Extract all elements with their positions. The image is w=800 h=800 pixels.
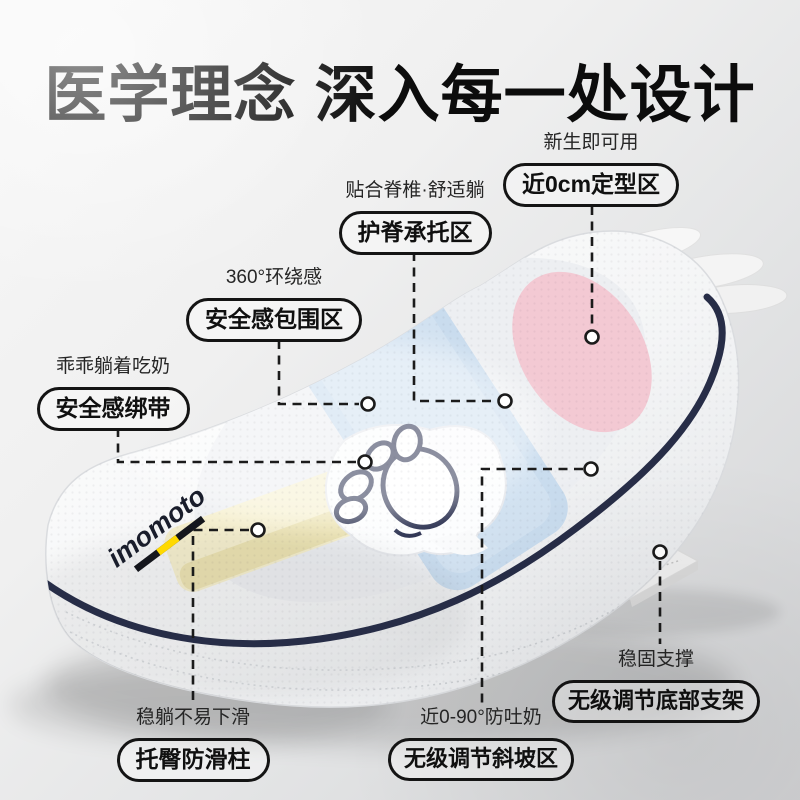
anchor-strap [357, 454, 373, 470]
callout-shaping-tag: 新生即可用 [543, 132, 639, 153]
anchor-spine [497, 393, 513, 409]
page-title: 医学理念 深入每一处设计 [44, 61, 756, 130]
callout-shaping: 新生即可用 近0cm定型区 [502, 131, 680, 208]
callout-bump-tag: 稳躺不易下滑 [135, 707, 250, 728]
callout-strap-pill: 安全感绑带 [36, 386, 190, 432]
anchor-bump [250, 522, 266, 538]
anchor-slope [583, 461, 599, 477]
callout-bracket: 稳固支撑 无级调节底部支架 [550, 648, 762, 724]
anchor-surround [360, 396, 376, 412]
callout-surround: 360°环绕感 安全感包围区 [186, 266, 362, 343]
callout-slope-tag: 近0-90°防吐奶 [420, 707, 542, 728]
callout-spine: 贴合脊椎·舒适躺 护脊承托区 [332, 179, 498, 256]
callout-slope-pill: 无级调节斜坡区 [387, 737, 574, 782]
callout-surround-tag: 360°环绕感 [225, 267, 323, 288]
callout-surround-pill: 安全感包围区 [186, 297, 362, 343]
anchor-shaping [584, 329, 600, 345]
callout-spine-pill: 护脊承托区 [338, 210, 492, 256]
callout-shaping-pill: 近0cm定型区 [502, 162, 680, 208]
callout-bracket-tag: 稳固支撑 [617, 649, 694, 670]
callout-bump-pill: 托臀防滑柱 [116, 737, 270, 783]
callout-slope: 近0-90°防吐奶 无级调节斜坡区 [385, 706, 577, 782]
callout-strap-tag: 乖乖躺着吃奶 [55, 356, 170, 377]
callout-spine-tag: 贴合脊椎·舒适躺 [345, 180, 485, 201]
callout-strap: 乖乖躺着吃奶 安全感绑带 [36, 355, 190, 432]
callout-bump: 稳躺不易下滑 托臀防滑柱 [112, 706, 274, 783]
callout-bracket-pill: 无级调节底部支架 [551, 679, 760, 724]
anchor-bracket [652, 544, 668, 560]
